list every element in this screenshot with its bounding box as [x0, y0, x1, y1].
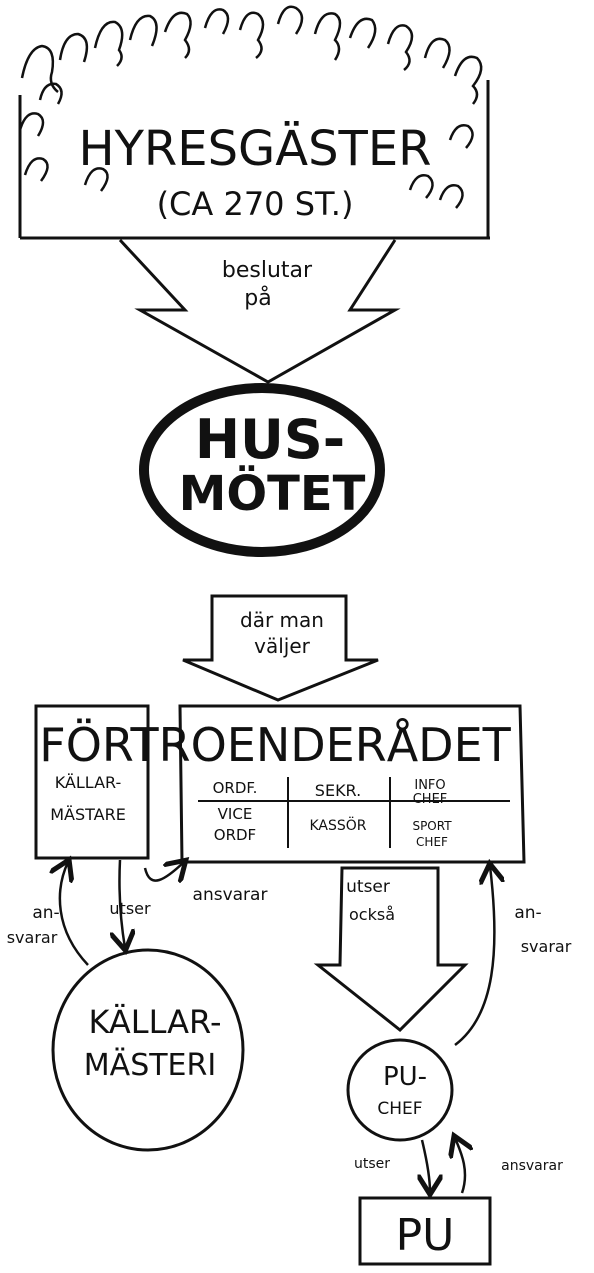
elect-label-line2: väljer	[254, 634, 311, 658]
label-utser-ocksa-2: också	[349, 905, 395, 924]
puchef-responsible-arrow	[455, 866, 494, 1045]
label-ansvarar-left-2: svarar	[7, 928, 58, 947]
label-utser-ocksa-1: utser	[346, 877, 390, 897]
tenants-title: HYRESGÄSTER	[78, 121, 431, 177]
role-ordf: ORDF.	[213, 779, 258, 797]
also-appoints-arrow	[318, 868, 465, 1030]
decides-label-line2: på	[244, 285, 271, 311]
role-sport-line2: CHEF	[416, 835, 448, 849]
cellarmaster-responsible-arrow	[145, 862, 184, 881]
label-ansvarar-right-2: svarar	[521, 937, 572, 956]
meeting-line2: MÖTET	[179, 465, 366, 522]
label-utser-left: utser	[109, 899, 151, 918]
cellar-responsible-arrow	[60, 862, 88, 965]
role-info-line1: INFO	[414, 778, 445, 793]
cellarmaster-role-line2: MÄSTARE	[50, 805, 126, 824]
pu-appoints-arrow	[422, 1140, 430, 1192]
pu-label: PU	[396, 1210, 455, 1261]
label-ansvarar-bottom: ansvarar	[501, 1158, 563, 1174]
elect-label-line1: där man	[240, 608, 324, 632]
role-sport-line1: SPORT	[412, 819, 452, 833]
role-vice-line1: VICE	[218, 805, 253, 823]
meeting-line1: HUS-	[195, 408, 345, 471]
role-kassor: KASSÖR	[309, 816, 366, 834]
tenants-count: (CA 270 ST.)	[157, 185, 354, 223]
cellar-line1: KÄLLAR-	[88, 1003, 221, 1041]
cellar-line2: MÄSTERI	[84, 1047, 216, 1083]
label-ansvarar-right-1: an-	[514, 903, 541, 923]
role-sekr: SEKR.	[315, 781, 361, 800]
role-vice-line2: ORDF	[214, 826, 256, 844]
role-info-line2: CHEF	[413, 792, 448, 807]
puchef-line1: PU-	[383, 1062, 427, 1092]
council-title: FÖRTROENDERÅDET	[39, 718, 511, 772]
puchef-line2: CHEF	[377, 1099, 422, 1119]
decides-label-line1: beslutar	[222, 258, 313, 283]
label-utser-bottom: utser	[354, 1156, 390, 1172]
pu-responsible-arrow	[455, 1138, 465, 1193]
cellarmaster-role-line1: KÄLLAR-	[55, 773, 122, 792]
label-ansvarar-mid: ansvarar	[193, 885, 268, 905]
label-ansvarar-left-1: an-	[32, 903, 59, 923]
